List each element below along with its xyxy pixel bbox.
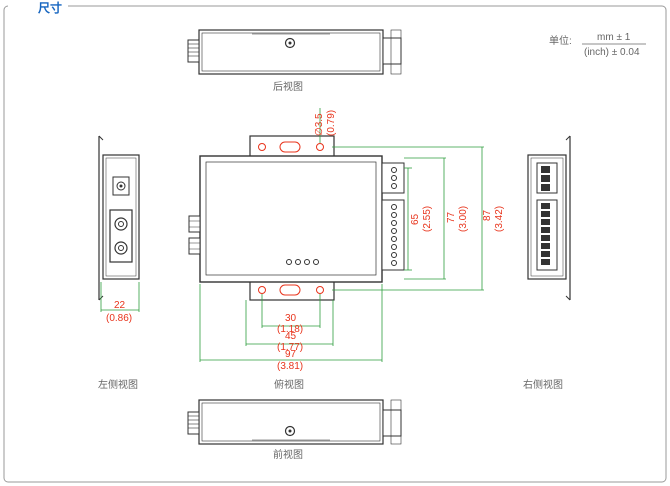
top-view-caption: 俯视图	[274, 378, 304, 391]
top-terminal-upper	[381, 162, 405, 194]
left-view-caption: 左侧视图	[98, 378, 138, 391]
front-body	[198, 399, 384, 445]
led-2	[295, 259, 301, 265]
dim-height-body: 65	[410, 213, 421, 225]
dim-height-mid: 77	[446, 211, 457, 223]
dim-side-depth: 22	[114, 300, 126, 311]
dim-height-mid-inch: (3.00)	[458, 206, 469, 232]
led-1	[286, 259, 292, 265]
right-side-view: 右侧视图	[523, 135, 571, 391]
top-view: ∅3.5 (0.79) 65 (2.55) 77 (3.00) 87 (3.42…	[188, 108, 505, 391]
unit-numerator: mm ± 1	[597, 32, 631, 43]
dim-hole: ∅3.5	[314, 113, 325, 136]
section-title: 尺寸	[38, 0, 62, 15]
front-right-terminal	[382, 409, 402, 437]
top-terminal-lower	[381, 199, 405, 271]
front-view-caption: 前视图	[273, 448, 303, 461]
dim-height-total-inch: (3.42)	[494, 206, 505, 232]
dim-height-total: 87	[482, 209, 493, 221]
dim-width-mount: 30	[285, 313, 297, 324]
unit-denominator: (inch) ± 0.04	[584, 47, 640, 58]
led-4	[313, 259, 319, 265]
left-side-view: 22 (0.86) 左侧视图	[98, 135, 140, 391]
rear-left-connector	[187, 39, 200, 63]
led-3	[304, 259, 310, 265]
rear-body	[198, 29, 384, 75]
right-view-caption: 右侧视图	[523, 378, 563, 391]
dim-width-mid-inch: (1.77)	[277, 342, 303, 353]
frame-border	[3, 5, 667, 483]
rear-body-inner	[201, 32, 381, 72]
top-body-panel	[205, 161, 377, 276]
dim-height-body-inch: (2.55)	[422, 206, 433, 232]
dim-width-total: 97	[285, 349, 297, 360]
rear-view: 后视图	[187, 29, 402, 93]
dim-hole-inch: (0.79)	[326, 110, 337, 136]
front-left-connector	[187, 411, 200, 435]
unit-label: 单位:	[549, 34, 572, 47]
dim-width-total-inch: (3.81)	[277, 361, 303, 372]
dim-width-mid: 45	[285, 331, 297, 342]
top-port-2	[188, 237, 201, 255]
rear-right-terminal	[382, 37, 402, 65]
top-port-1	[188, 215, 201, 233]
dim-side-depth-inch: (0.86)	[106, 313, 132, 324]
front-view: 前视图	[187, 399, 402, 461]
rear-view-caption: 后视图	[273, 80, 303, 93]
title-bg	[8, 0, 68, 14]
unit-legend: 单位: mm ± 1 (inch) ± 0.04	[549, 32, 646, 58]
dim-width-mount-inch: (1.18)	[277, 324, 303, 335]
